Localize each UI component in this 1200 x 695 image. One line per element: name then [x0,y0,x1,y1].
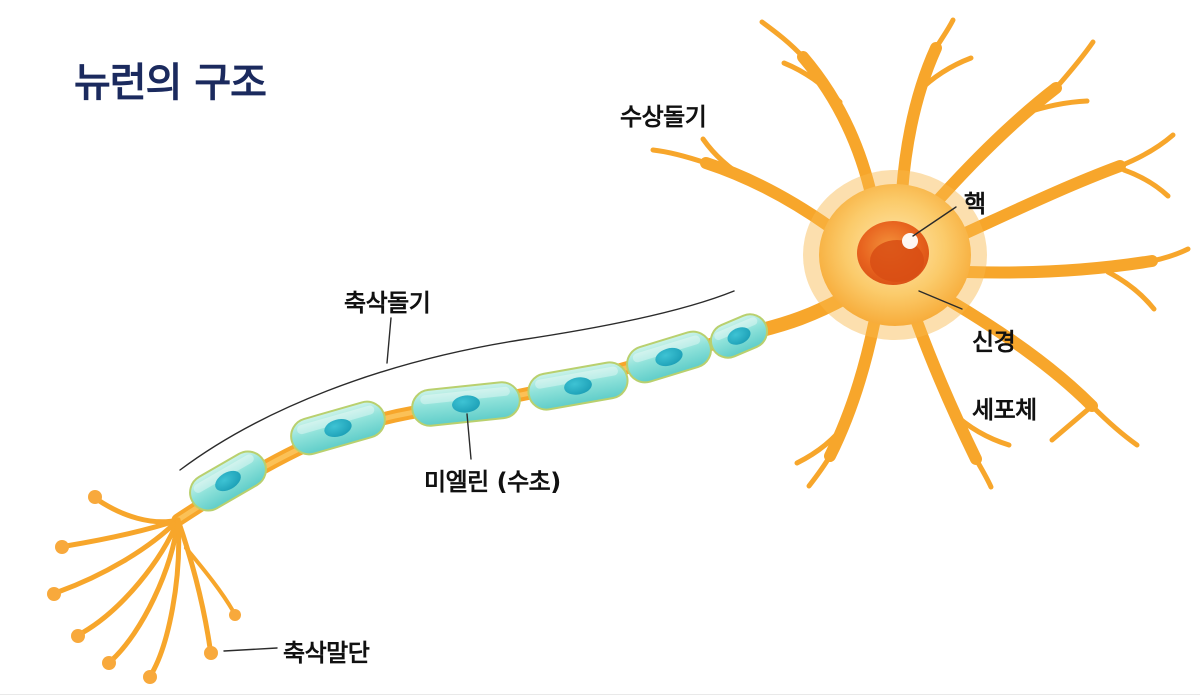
connector-lines [179,206,963,652]
myelin-sheath [189,313,769,512]
label-cell-body-line2: 세포체 [972,396,1037,424]
soma [803,170,987,340]
axon-terminals [47,490,241,684]
label-nucleus: 핵 [964,190,986,218]
axon-label-tick [386,317,392,364]
page-title: 뉴런의 구조 [74,60,267,106]
nucleus [857,221,929,285]
terminal-pointer-line [223,647,278,652]
nucleus-pointer-line [912,206,957,237]
label-axon: 축삭돌기 [344,289,431,317]
myelin-pointer-line [466,413,472,460]
label-cell-body-line1: 신경 [972,328,1016,356]
label-axon-terminal: 축삭말단 [283,639,370,667]
dendrites [650,17,1191,490]
label-dendrite: 수상돌기 [620,103,707,131]
label-myelin: 미엘린 (수초) [424,468,561,496]
label-cell-body: 신경 세포체 [972,291,1037,427]
terminal-bulbs [47,490,241,684]
axon-bracket-line [179,290,735,471]
soma-pointer-line [918,290,963,310]
